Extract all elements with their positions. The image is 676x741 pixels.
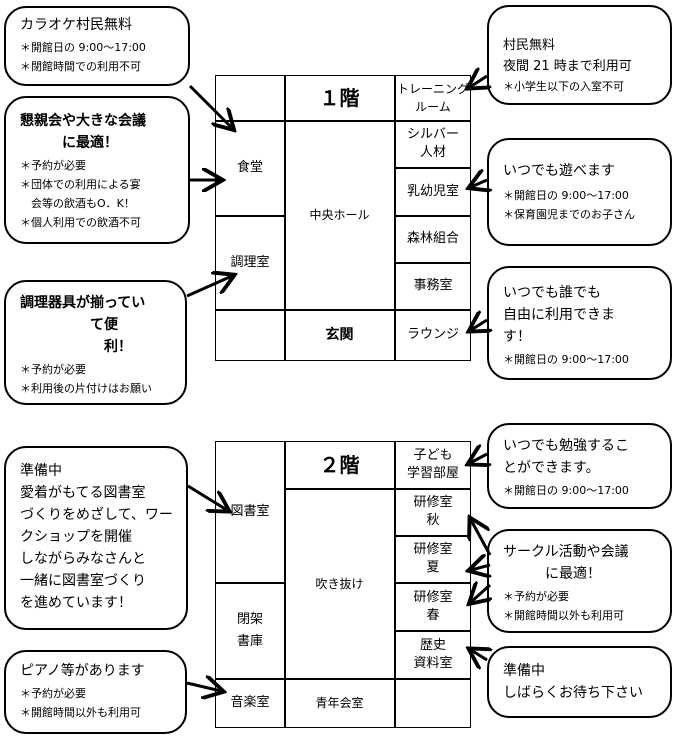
callout-title: カラオケ村民無料: [20, 17, 132, 33]
room-nyuyoji: 乳幼児室: [406, 183, 459, 199]
floor1-line: [394, 215, 471, 217]
arrow-chori: [186, 276, 232, 298]
floor1-header: １階: [319, 86, 360, 110]
room-silver-jinzai: シルバー 人材: [406, 127, 459, 160]
callout-title: 村民無料 夜間 21 時まで利用可: [503, 38, 632, 74]
floor1-line: [394, 120, 471, 122]
callout-note: ＊予約が必要: [20, 363, 86, 376]
callout-note: ＊開館日の 9:00～17:00: [503, 484, 629, 497]
arrow-circle-aki: [471, 520, 492, 556]
callout-title: 準備中 愛着がもてる図書室 づくりをめざして、ワー クショップを開催 しながらみ…: [20, 463, 173, 611]
callout-note: ＊開館日の 9:00～17:00: [20, 41, 146, 54]
callout-piano: ピアノ等があります ＊予約が必要 ＊開館時間以外も利用可: [4, 650, 187, 734]
room-kenshu-natsu: 研修室 夏: [413, 542, 453, 575]
floor1-line: [284, 120, 395, 122]
callout-circle: サークル活動や会議 に最適！ ＊予約が必要 ＊開館時間以外も利用可: [487, 529, 672, 633]
callout-title: 調理器具が揃ってい て便 利！: [20, 295, 146, 355]
floor1-line: [215, 120, 285, 122]
room-kenshu-aki: 研修室 秋: [413, 495, 453, 528]
callout-title: いつでも遊べます: [503, 163, 615, 179]
callout-training: 村民無料 夜間 21 時まで利用可 ＊小学生以下の入室不可: [487, 5, 672, 105]
room-jimushitsu: 事務室: [413, 278, 453, 293]
floor2-line: [394, 535, 471, 537]
floor1-line: [394, 75, 396, 361]
callout-note: ＊開館日の 9:00～17:00: [503, 189, 629, 202]
callout-note: ＊開館時間以外も利用可: [20, 706, 141, 719]
floor2-line: [284, 441, 286, 728]
floor2-line: [284, 488, 395, 490]
callout-chori: 調理器具が揃ってい て便 利！ ＊予約が必要 ＊利用後の片付けはお願い: [4, 280, 187, 405]
callout-note: ＊閉館時間での利用不可: [20, 60, 141, 73]
callout-benkyo: いつでも勉強するこ とができます。 ＊開館日の 9:00～17:00: [487, 423, 672, 509]
arrow-library: [187, 484, 227, 510]
room-lounge: ラウンジ: [406, 327, 459, 342]
callout-title: サークル活動や会議 に最適！: [503, 544, 629, 582]
floor1-line: [284, 75, 286, 361]
floor1-line: [284, 309, 395, 311]
room-fukinuke: 吹き抜け: [315, 576, 364, 591]
room-kodomo-gakushu: 子ども 学習部屋: [406, 448, 459, 481]
floor2-line: [215, 582, 285, 584]
floor2-line: [394, 678, 471, 680]
floor2-line: [284, 678, 395, 680]
floor1-plan: [215, 75, 471, 361]
floor2-line: [394, 630, 471, 632]
floor1-line: [215, 215, 285, 217]
callout-note: ＊保育園児までのお子さん: [503, 208, 635, 221]
callout-daredemo: いつでも誰でも 自由に利用できま す！ ＊開館日の 9:00～17:00: [487, 266, 672, 380]
room-training: トレーニング ルーム: [396, 82, 469, 114]
arrow-circle-haru: [471, 585, 490, 602]
floor1-line: [394, 167, 471, 169]
callout-title: 懇親会や大きな会議 に最適！: [20, 113, 146, 151]
room-ongakushitsu: 音楽室: [230, 695, 270, 710]
arrow-karaoke: [188, 84, 232, 128]
callout-note: ＊予約が必要: [503, 590, 569, 603]
room-central-hall: 中央ホール: [309, 208, 370, 222]
callout-title: いつでも勉強するこ とができます。: [503, 438, 629, 476]
room-heika-shoko: 閉架 書庫: [236, 611, 263, 649]
floor2-header: ２階: [319, 453, 360, 477]
callout-note: ＊団体での利用による宴 会等の飲酒もO．K！: [20, 178, 141, 210]
arrow-asobe: [471, 180, 487, 187]
callout-library: 準備中 愛着がもてる図書室 づくりをめざして、ワー クショップを開催 しながらみ…: [4, 446, 188, 630]
callout-karaoke: カラオケ村民無料 ＊開館日の 9:00～17:00 ＊閉館時間での利用不可: [4, 6, 190, 86]
floor2-line: [215, 678, 285, 680]
room-chorishitsu: 調理室: [230, 254, 270, 270]
callout-title: いつでも誰でも 自由に利用できま す！: [503, 285, 615, 345]
arrow-piano: [186, 683, 221, 691]
callout-title: ピアノ等があります: [20, 663, 145, 679]
callout-note: ＊開館日の 9:00～17:00: [503, 353, 629, 366]
callout-note: ＊利用後の片付けはお願い: [20, 382, 152, 395]
callout-junbi: 準備中 しばらくお待ち下さい: [487, 646, 672, 718]
room-shinrin: 森林組合: [406, 231, 459, 246]
floor2-line: [394, 488, 471, 490]
floor1-line: [394, 262, 471, 264]
arrow-junbi: [471, 650, 487, 660]
room-toshoshitsu: 図書室: [230, 504, 270, 519]
room-entrance: 玄関: [325, 327, 354, 343]
room-kenshu-haru: 研修室 春: [413, 589, 453, 623]
callout-note: ＊予約が必要: [20, 687, 86, 700]
callout-asobe: いつでも遊べます ＊開館日の 9:00～17:00 ＊保育園児までのお子さん: [487, 138, 672, 246]
floor2-line: [394, 582, 471, 584]
arrow-training: [470, 76, 487, 87]
floor2-line: [394, 441, 396, 728]
callout-note: ＊小学生以下の入室不可: [503, 80, 624, 93]
callout-note: ＊個人利用での飲酒不可: [20, 216, 141, 229]
room-shokudo: 食堂: [236, 160, 263, 175]
callout-note: ＊予約が必要: [20, 159, 86, 172]
callout-title: 準備中 しばらくお待ち下さい: [503, 663, 643, 701]
arrow-circle-natsu: [471, 565, 490, 570]
arrow-benkyo: [470, 454, 487, 463]
room-seinen-kaishitsu: 青年会室: [315, 696, 364, 710]
floor1-line: [215, 309, 285, 311]
arrow-daredemo: [471, 320, 487, 330]
room-rekishi-shiryo: 歴史 資料室: [413, 637, 453, 671]
callout-note: ＊開館時間以外も利用可: [503, 609, 624, 622]
floor1-line: [394, 309, 471, 311]
callout-konshinkai: 懇親会や大きな会議 に最適！ ＊予約が必要 ＊団体での利用による宴 会等の飲酒も…: [4, 96, 190, 244]
